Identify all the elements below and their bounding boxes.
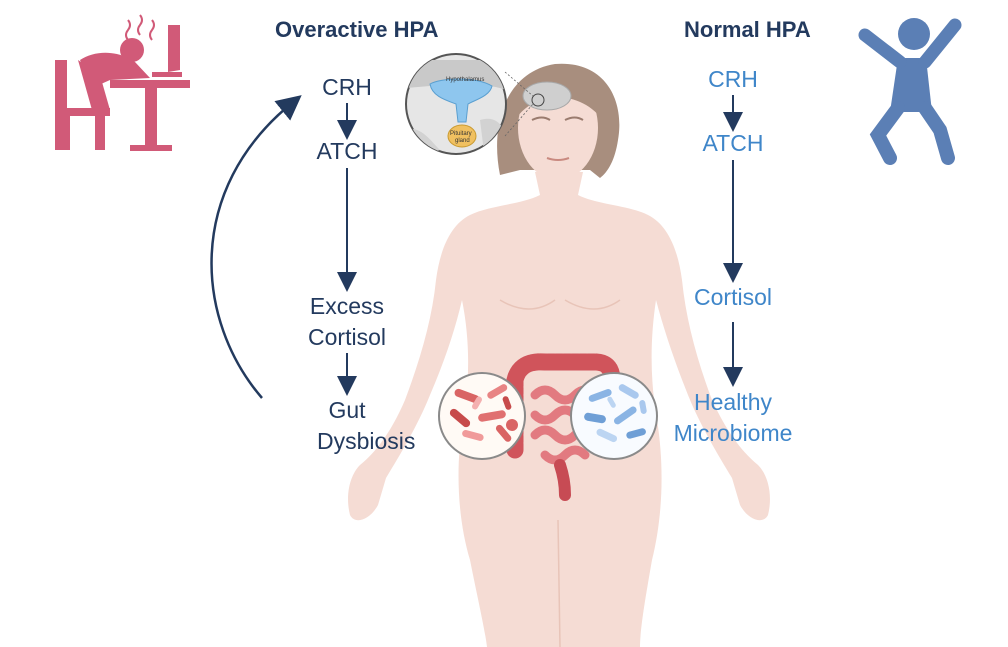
leg-line bbox=[557, 519, 561, 647]
chest-line bbox=[499, 299, 621, 310]
hypothalamus-pituitary-inset: Hypothalamus Pituitary gland bbox=[405, 53, 507, 155]
healthy-microbiome-text: Healthy Microbiome bbox=[673, 389, 793, 446]
stressed-person-at-desk-icon bbox=[55, 14, 190, 151]
hypothalamus-label: Hypothalamus bbox=[446, 77, 484, 83]
brain-marker bbox=[531, 93, 545, 107]
normal-atch-label: ATCH bbox=[702, 130, 764, 156]
brain bbox=[522, 81, 572, 111]
eyebrow-right bbox=[564, 116, 584, 121]
feedback-loop-arrow bbox=[210, 95, 302, 399]
gut-dysbiosis-text: Gut Dysbiosis bbox=[317, 397, 416, 454]
overactive-crh-label: CRH bbox=[322, 74, 372, 100]
overactive-atch-label: ATCH bbox=[316, 138, 378, 164]
excess-cortisol-text: Excess Cortisol bbox=[308, 293, 386, 350]
mouth bbox=[546, 157, 570, 161]
pituitary-shape bbox=[447, 124, 477, 148]
pituitary-label-line1: Pituitary bbox=[450, 131, 472, 137]
excess-cortisol-label: Excess Cortisol bbox=[277, 291, 417, 353]
pituitary-label-line2: gland bbox=[455, 138, 470, 144]
dysbiosis-bacteria-inset bbox=[438, 372, 526, 460]
gut-dysbiosis-label: Gut Dysbiosis bbox=[277, 395, 417, 457]
rectum bbox=[554, 459, 571, 501]
small-intestine bbox=[530, 385, 600, 465]
eyebrow-left bbox=[531, 116, 551, 121]
healthy-microbiome-label: Healthy Microbiome bbox=[658, 387, 808, 449]
normal-cortisol-label: Cortisol bbox=[694, 284, 772, 310]
normal-crh-label: CRH bbox=[708, 66, 758, 92]
hypothalamus-shape bbox=[429, 78, 493, 123]
healthy-bacteria-inset bbox=[570, 372, 658, 460]
happy-jumping-person-icon bbox=[858, 18, 962, 165]
overactive-hpa-heading: Overactive HPA bbox=[275, 17, 439, 42]
normal-hpa-heading: Normal HPA bbox=[684, 17, 811, 42]
